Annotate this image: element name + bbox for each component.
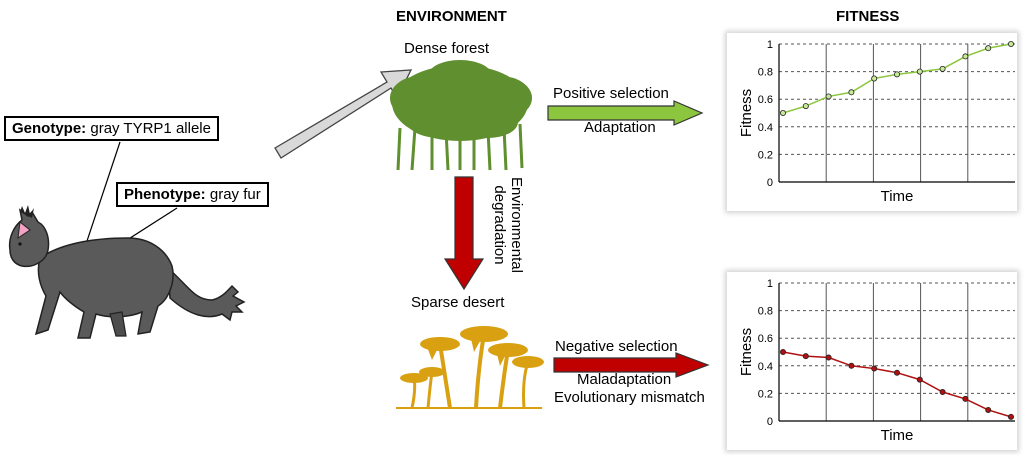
phenotype-key: Phenotype: bbox=[124, 186, 206, 203]
y-tick-label: 0.4 bbox=[758, 122, 773, 134]
sparse-desert-label: Sparse desert bbox=[411, 294, 505, 311]
data-point bbox=[939, 65, 946, 72]
genotype-key: Genotype: bbox=[12, 120, 87, 137]
data-point bbox=[848, 89, 855, 96]
maladaptation-label: Maladaptation bbox=[577, 371, 672, 388]
data-point bbox=[985, 45, 992, 52]
data-point bbox=[893, 71, 900, 78]
y-axis-label: Fitness bbox=[738, 89, 755, 137]
positive-selection-label: Positive selection bbox=[553, 85, 669, 102]
data-point bbox=[802, 103, 809, 110]
y-tick-label: 0.6 bbox=[758, 94, 773, 106]
phenotype-box: Phenotype: gray fur bbox=[116, 182, 269, 207]
environment-header: ENVIRONMENT bbox=[396, 8, 507, 25]
adaptation-label: Adaptation bbox=[584, 119, 656, 136]
ear-tuft bbox=[20, 205, 34, 218]
cat-tail bbox=[167, 266, 246, 322]
y-tick-label: 0.4 bbox=[758, 361, 773, 373]
forest-tree-icon bbox=[390, 60, 532, 171]
data-point bbox=[848, 362, 855, 369]
data-point bbox=[939, 389, 946, 396]
genotype-box: Genotype: gray TYRP1 allele bbox=[4, 116, 219, 141]
desert-palms-icon bbox=[396, 326, 544, 409]
data-point bbox=[825, 354, 832, 361]
data-point bbox=[780, 349, 787, 356]
data-point bbox=[916, 376, 923, 383]
y-axis-label: Fitness bbox=[738, 328, 755, 376]
y-tick-label: 0 bbox=[767, 177, 773, 189]
y-tick-label: 0 bbox=[767, 416, 773, 428]
positive-selection-arrow bbox=[547, 100, 704, 126]
degradation-arrow bbox=[443, 176, 485, 291]
degradation-line2: degradation bbox=[491, 185, 508, 265]
x-axis-label: Time bbox=[881, 427, 914, 444]
y-tick-label: 0.8 bbox=[758, 306, 773, 318]
phenotype-value: gray fur bbox=[205, 186, 261, 203]
data-point bbox=[825, 93, 832, 100]
data-point bbox=[780, 110, 787, 117]
data-point bbox=[1007, 40, 1014, 47]
cat-illustration bbox=[8, 141, 246, 339]
cat-eye bbox=[18, 242, 22, 246]
negative-selection-arrow bbox=[553, 352, 710, 378]
series-line bbox=[782, 43, 1012, 114]
y-tick-label: 0.2 bbox=[758, 149, 773, 161]
data-point bbox=[962, 53, 969, 60]
data-point bbox=[802, 353, 809, 360]
data-point bbox=[962, 395, 969, 402]
y-tick-label: 0.2 bbox=[758, 388, 773, 400]
y-tick-label: 0.8 bbox=[758, 67, 773, 79]
data-point bbox=[871, 75, 878, 82]
data-point bbox=[893, 369, 900, 376]
cat-leg bbox=[109, 311, 127, 337]
cat-ear bbox=[17, 221, 31, 240]
evolutionary-mismatch-label: Evolutionary mismatch bbox=[554, 389, 705, 406]
data-point bbox=[916, 68, 923, 75]
genotype-value: gray TYRP1 allele bbox=[86, 120, 211, 137]
y-tick-label: 1 bbox=[767, 39, 773, 51]
y-tick-label: 0.6 bbox=[758, 333, 773, 345]
series-line bbox=[782, 351, 1012, 418]
x-axis-label: Time bbox=[881, 188, 914, 205]
cat-body bbox=[34, 237, 174, 339]
degradation-line1: Environmental bbox=[508, 177, 525, 273]
data-point bbox=[871, 365, 878, 372]
cat-head bbox=[8, 208, 50, 268]
data-point bbox=[985, 406, 992, 413]
data-point bbox=[1007, 413, 1014, 420]
fitness-header: FITNESS bbox=[836, 8, 900, 25]
dense-forest-label: Dense forest bbox=[404, 40, 490, 57]
y-tick-label: 1 bbox=[767, 278, 773, 290]
negative-selection-label: Negative selection bbox=[555, 338, 678, 355]
degradation-label: Environmental degradation bbox=[486, 176, 530, 274]
